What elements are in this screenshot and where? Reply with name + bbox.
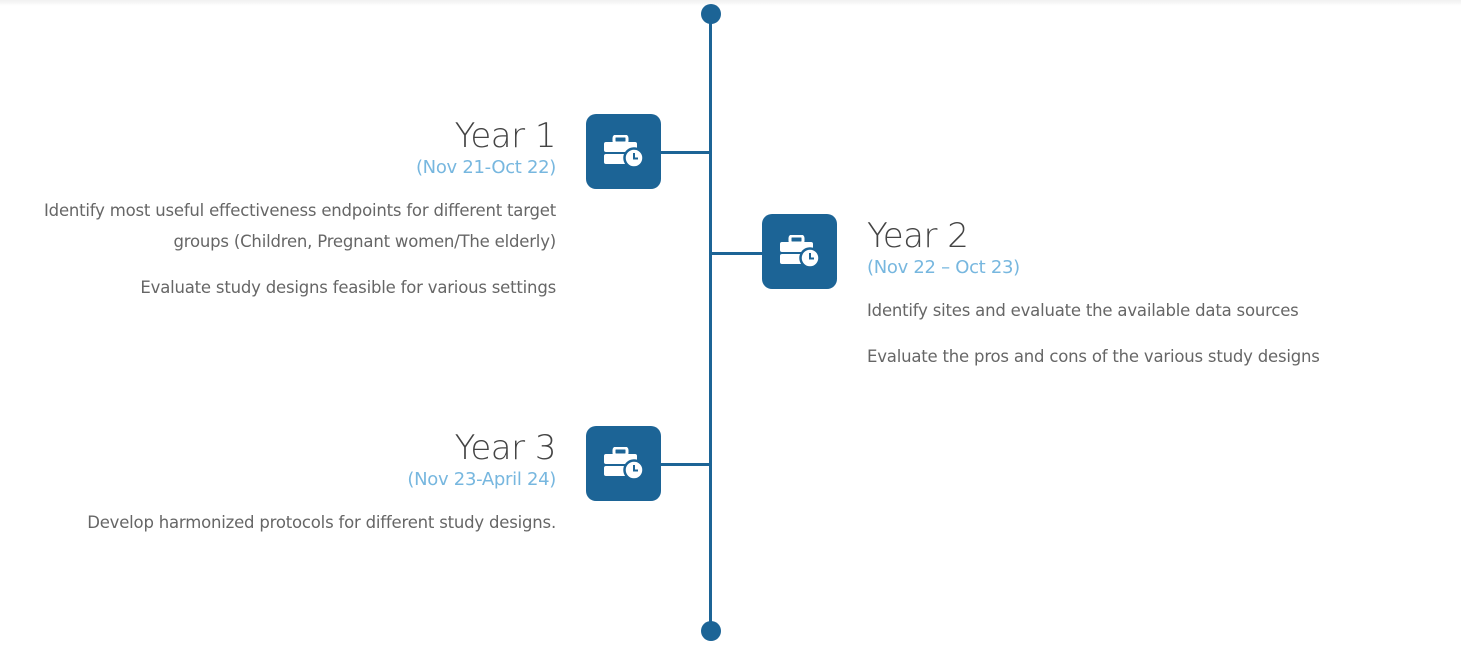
entry-item: Evaluate study designs feasible for vari… [140, 278, 556, 297]
entry-date-range: (Nov 22 – Oct 23) [867, 257, 1020, 278]
briefcase-clock-icon [604, 135, 645, 167]
entry-items: Develop harmonized protocols for differe… [10, 507, 556, 538]
entry-title: Year 3 [454, 428, 557, 468]
timeline-entry-year-1: Year 1 (Nov 21-Oct 22) Identify most use… [10, 116, 557, 303]
timeline-entry-year-3: Year 3 (Nov 23-April 24) Develop harmoni… [10, 428, 556, 538]
connector-year-1 [660, 151, 710, 154]
entry-item: Identify most useful effectiveness endpo… [44, 201, 556, 251]
entry-date-range: (Nov 21-Oct 22) [415, 157, 556, 178]
header-shadow [0, 0, 1461, 6]
entry-date-range: (Nov 23-April 24) [407, 469, 556, 490]
briefcase-clock-icon [780, 235, 821, 267]
entry-item: Evaluate the pros and cons of the variou… [867, 347, 1320, 366]
entry-items: Identify most useful effectiveness endpo… [10, 195, 556, 303]
entry-title: Year 2 [867, 216, 969, 256]
entry-item: Develop harmonized protocols for differe… [87, 513, 556, 532]
timeline-end-dot [701, 621, 721, 641]
entry-title: Year 1 [454, 116, 557, 156]
milestone-icon-box-year-2 [762, 214, 837, 289]
entry-item: Identify sites and evaluate the availabl… [867, 301, 1299, 320]
timeline-entry-year-2: Year 2 (Nov 22 – Oct 23) Identify sites … [867, 216, 1427, 372]
briefcase-clock-icon [604, 447, 645, 479]
timeline-axis [709, 14, 712, 631]
milestone-icon-box-year-1 [586, 114, 661, 189]
timeline-start-dot [701, 4, 721, 24]
entry-items: Identify sites and evaluate the availabl… [867, 295, 1427, 372]
milestone-icon-box-year-3 [586, 426, 661, 501]
connector-year-2 [711, 252, 763, 255]
connector-year-3 [660, 463, 710, 466]
